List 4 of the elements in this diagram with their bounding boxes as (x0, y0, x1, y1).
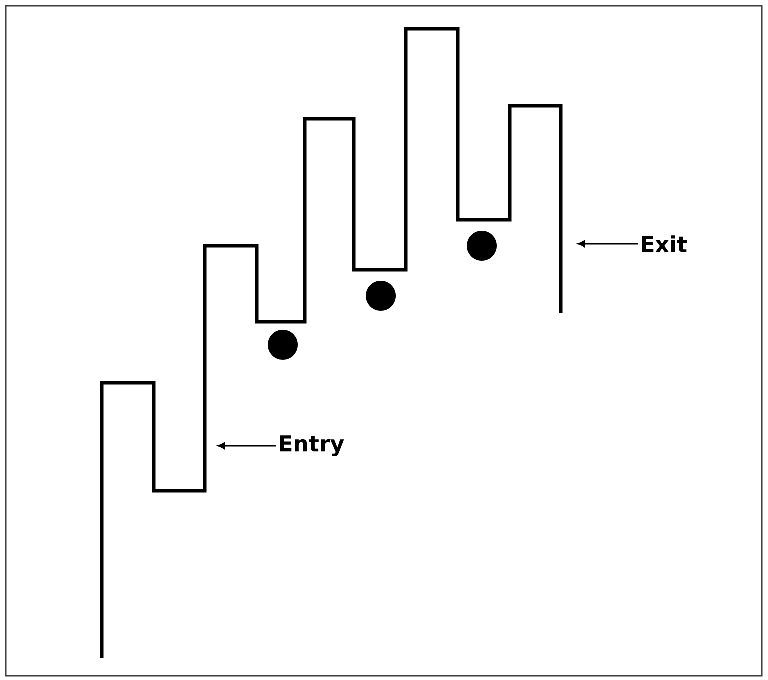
arrow (578, 240, 638, 248)
label: Exit (642, 236, 687, 252)
arrow (218, 442, 276, 450)
label: Entry (280, 436, 344, 456)
